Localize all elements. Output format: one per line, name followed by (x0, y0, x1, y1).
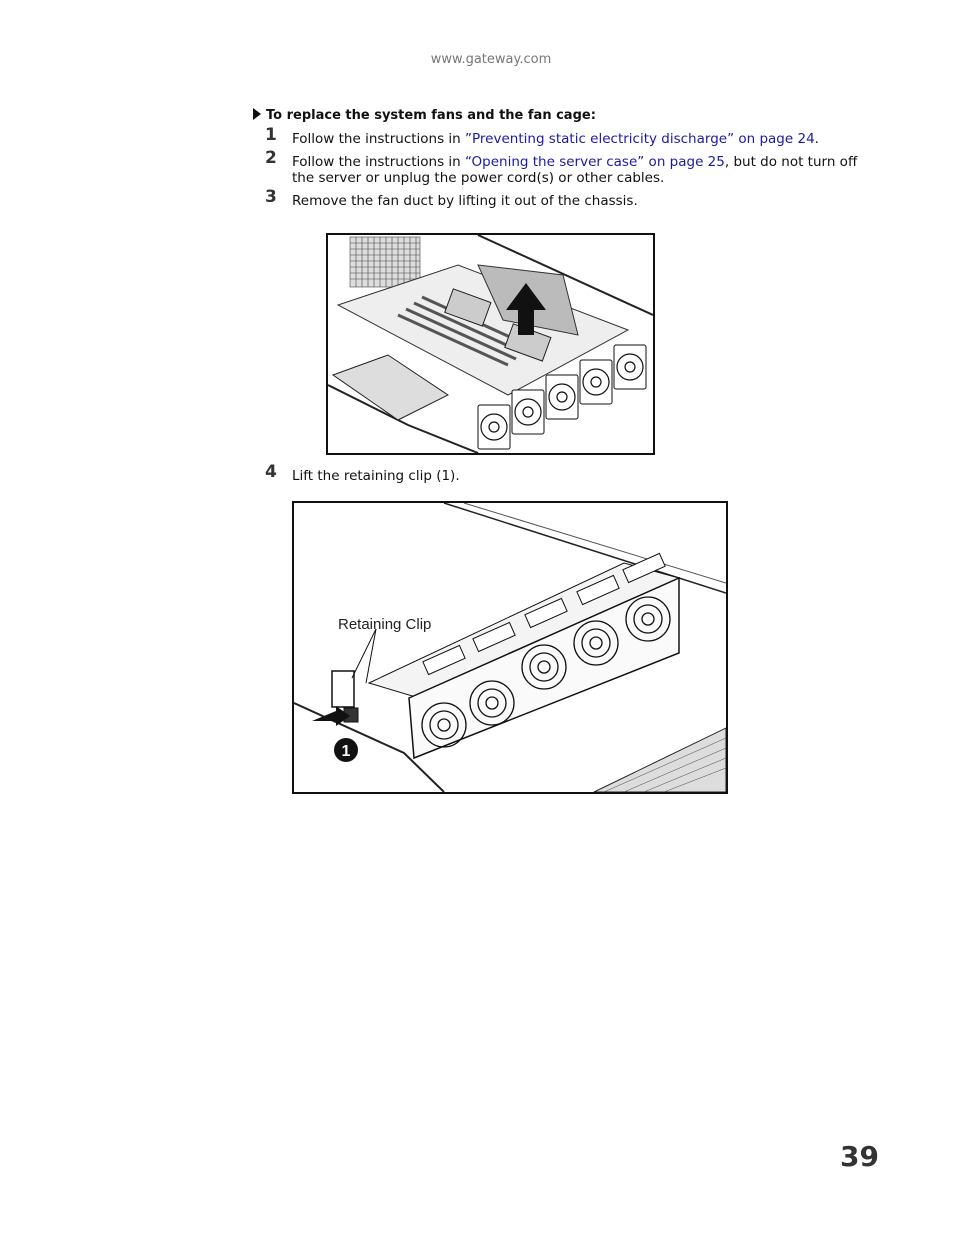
step-4: 4 Lift the retaining clip (1). (265, 464, 865, 485)
figure-retaining-clip: 1 Retaining Clip (292, 501, 728, 794)
step-number: 3 (265, 187, 277, 207)
step-number: 1 (265, 125, 277, 145)
step-text-end: . (814, 131, 819, 147)
step-number: 2 (265, 148, 277, 168)
triangle-bullet-icon (253, 108, 261, 120)
step-text-end: , but do not turn off the server or unpl… (292, 154, 858, 186)
figure-remove-fan-duct (326, 233, 655, 455)
procedure-heading: To replace the system fans and the fan c… (253, 108, 596, 123)
step-text: Remove the fan duct by lifting it out of… (292, 193, 638, 209)
step-text: Follow the instructions in (292, 131, 466, 147)
step-2: 2 Follow the instructions in “Opening th… (265, 150, 865, 187)
link-opening-case[interactable]: “Opening the server case” on page 25 (465, 154, 725, 170)
callout-label: Retaining Clip (338, 616, 431, 633)
step-text: Follow the instructions in (292, 154, 466, 170)
step-3: 3 Remove the fan duct by lifting it out … (265, 189, 865, 210)
step-number: 4 (265, 462, 277, 482)
link-static-discharge[interactable]: ”Preventing static electricity discharge… (465, 131, 815, 147)
callout-number: 1 (342, 743, 351, 760)
site-url: www.gateway.com (430, 52, 552, 67)
fan-duct-illustration (328, 235, 653, 453)
procedure-title: To replace the system fans and the fan c… (266, 108, 596, 123)
page-number: 39 (840, 1140, 879, 1173)
fan-cage-illustration: 1 Retaining Clip (294, 503, 726, 792)
step-text: Lift the retaining clip (1). (292, 468, 460, 484)
step-1: 1 Follow the instructions in ”Preventing… (265, 127, 865, 148)
